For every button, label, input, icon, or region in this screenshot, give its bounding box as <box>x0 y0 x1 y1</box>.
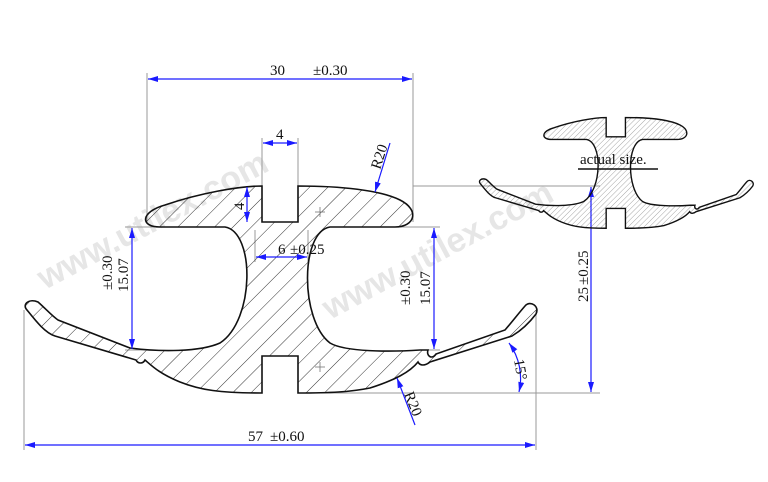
dim-web-width-tolerance: ±0.25 <box>290 242 324 258</box>
dim-total-height-tolerance: ±0.25 <box>576 251 592 285</box>
dim-left-opening-tolerance: ±0.30 <box>100 256 116 290</box>
dim-right-opening-tolerance: ±0.30 <box>398 271 414 305</box>
dim-top-width-tolerance: ±0.30 <box>313 63 347 79</box>
dim-bottom-radius: R20 <box>400 390 424 419</box>
dim-total-width-value: 57 <box>248 429 264 445</box>
actual-size-caption: actual size. <box>580 152 647 168</box>
dim-right-opening-value: 15.07 <box>418 271 434 305</box>
dim-total-height-value: 25 <box>576 287 592 302</box>
dim-top-width-value: 30 <box>270 63 285 79</box>
dim-top-radius: R20 <box>369 143 392 172</box>
dim-total-width-tolerance: ±0.60 <box>270 429 304 445</box>
dim-web-width-value: 6 <box>278 242 286 258</box>
dim-wing-angle: 15° <box>510 358 529 381</box>
dim-slot-depth: 4 <box>232 202 248 210</box>
dimension-lines <box>25 76 594 448</box>
profile-section <box>24 185 538 394</box>
dim-left-opening-value: 15.07 <box>116 258 132 292</box>
dim-slot-width: 4 <box>276 127 284 143</box>
extension-lines <box>23 73 600 450</box>
